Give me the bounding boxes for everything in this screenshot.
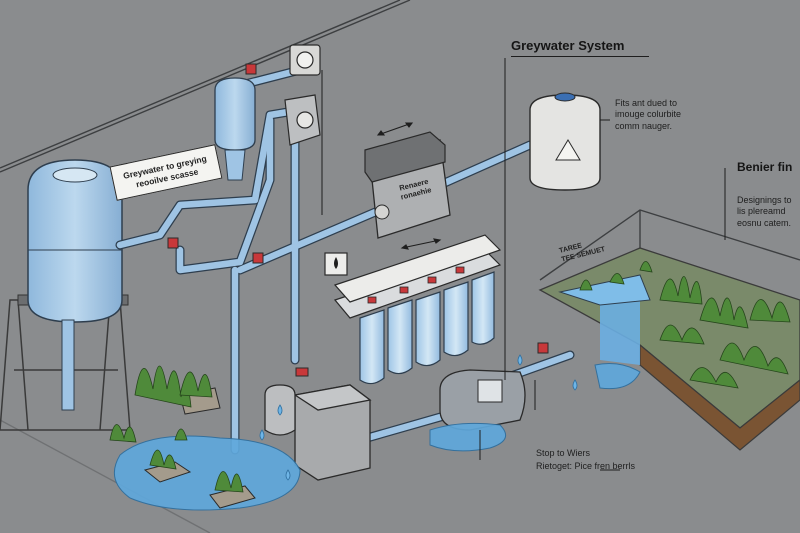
filter-box [364,131,451,239]
title-underline [511,56,649,57]
warning-triangle-icon [556,140,580,160]
bottom-line-2: Rietoget: Pice fren berrls [536,461,636,471]
gauge-icon [292,47,318,73]
upper-filter [214,77,256,181]
side-title: Benier fin [737,160,793,174]
pipe-network [115,65,575,455]
water-drop-icon [325,253,347,275]
water-drops [259,354,578,481]
garden-bed [538,247,800,451]
plants [109,365,244,493]
valves [167,63,549,377]
wall-outlet [324,252,348,276]
filter-bank [333,234,502,385]
leader-lines [321,58,726,471]
booster-pump [439,369,526,431]
collection-box [264,384,372,481]
top-right-note: Fits ant dued to imouge colurbite comm n… [615,98,682,131]
storage-tank [0,159,131,431]
wall-pumps [284,44,321,146]
side-note: Designings to lis plereamd eosnu catem. [737,195,792,228]
double-arrow-icon [376,122,442,250]
diagram-title: Greywater System [511,38,625,53]
bottom-line-1: Stop to Wiers [536,448,591,458]
chemical-tank [529,92,601,191]
